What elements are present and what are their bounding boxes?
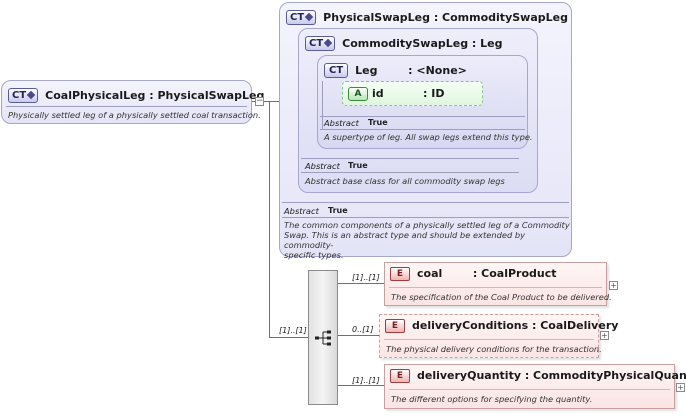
sequence-multiplicity: [1]..[1]: [279, 326, 307, 335]
abstract-value: True: [348, 161, 368, 170]
sequence-compositor[interactable]: [308, 270, 338, 405]
delivery-quantity-element-doc: The different options for specifying the…: [391, 394, 593, 404]
delivery-conditions-element[interactable]: E deliveryConditions : CoalDelivery The …: [379, 314, 618, 358]
abstract-label: Abstract: [324, 118, 359, 128]
divider: [282, 202, 569, 203]
coal-element-doc: The specification of the Coal Product to…: [391, 292, 612, 302]
commodity-swap-leg-title: CommoditySwapLeg : Leg: [342, 36, 503, 50]
physical-swap-leg-title: PhysicalSwapLeg : CommoditySwapLeg: [323, 10, 568, 24]
connector-branch-delivery-quantity: [337, 385, 384, 386]
delivery-quantity-multiplicity: [1]..[1]: [352, 376, 380, 385]
delivery-quantity-element-title: deliveryQuantity : CommodityPhysicalQuan…: [417, 369, 686, 382]
abstract-value: True: [328, 206, 348, 215]
complex-type-icon: CT: [324, 62, 349, 78]
delivery-quantity-element[interactable]: E deliveryQuantity : CommodityPhysicalQu…: [384, 364, 686, 409]
connector-root-to-base: [249, 101, 279, 102]
complex-type-icon: CT: [286, 9, 317, 25]
coal-physical-leg-type[interactable]: CT CoalPhysicalLeg : PhysicalSwapLeg Phy…: [1, 80, 264, 124]
divider: [389, 389, 670, 390]
abstract-label: Abstract: [305, 161, 340, 171]
collapse-icon[interactable]: −: [255, 96, 264, 106]
leg-type[interactable]: CT Leg : <None> A id : ID Abstract True …: [317, 55, 533, 149]
delivery-conditions-element-title: deliveryConditions : CoalDelivery: [412, 319, 619, 332]
abstract-label: Abstract: [284, 206, 319, 216]
delivery-conditions-multiplicity: 0..[1]: [352, 325, 374, 334]
attribute-connector: [322, 81, 323, 129]
connector-trunk: [269, 101, 270, 338]
leg-title: Leg : <None>: [355, 63, 467, 77]
coal-element-title: coal : CoalProduct: [417, 267, 557, 280]
divider: [6, 106, 247, 107]
divider: [301, 158, 519, 159]
divider: [282, 217, 569, 218]
sequence-compositor-icon: [315, 330, 331, 346]
id-attribute-type: : ID: [423, 87, 445, 100]
abstract-value: True: [368, 118, 388, 127]
divider: [389, 287, 602, 288]
coal-physical-leg-header: CT CoalPhysicalLeg : PhysicalSwapLeg: [8, 86, 264, 104]
divider: [301, 172, 519, 173]
leg-doc: A supertype of leg. All swap legs extend…: [324, 132, 533, 142]
leg-header: CT Leg : <None>: [324, 61, 467, 79]
element-icon: E: [390, 369, 410, 383]
coal-physical-leg-title: CoalPhysicalLeg : PhysicalSwapLeg: [45, 88, 265, 102]
element-icon: E: [385, 319, 405, 333]
coal-physical-leg-doc: Physically settled leg of a physically s…: [8, 110, 261, 120]
coal-multiplicity: [1]..[1]: [352, 273, 380, 282]
connector-branch-delivery-conditions: [337, 335, 379, 336]
complex-type-icon: CT: [305, 35, 336, 51]
divider: [320, 116, 525, 117]
id-attribute[interactable]: A id : ID: [342, 81, 483, 106]
complex-type-icon: CT: [8, 87, 39, 103]
divider: [320, 129, 525, 130]
physical-swap-leg-doc: The common components of a physically se…: [284, 220, 570, 260]
delivery-conditions-element-doc: The physical delivery conditions for the…: [386, 344, 602, 354]
element-icon: E: [390, 267, 410, 281]
attribute-icon: A: [348, 87, 368, 101]
connector-trunk-to-sequence: [269, 337, 309, 338]
id-attribute-name: id: [372, 87, 384, 100]
expand-icon[interactable]: +: [609, 281, 618, 290]
divider: [384, 339, 594, 340]
commodity-swap-leg-doc: Abstract base class for all commodity sw…: [305, 176, 505, 186]
expand-icon[interactable]: +: [600, 331, 609, 340]
coal-element[interactable]: E coal : CoalProduct The specification o…: [384, 262, 612, 306]
physical-swap-leg-header: CT PhysicalSwapLeg : CommoditySwapLeg: [286, 8, 568, 26]
connector-branch-coal: [337, 283, 384, 284]
commodity-swap-leg-header: CT CommoditySwapLeg : Leg: [305, 34, 502, 52]
expand-icon[interactable]: +: [676, 383, 685, 392]
